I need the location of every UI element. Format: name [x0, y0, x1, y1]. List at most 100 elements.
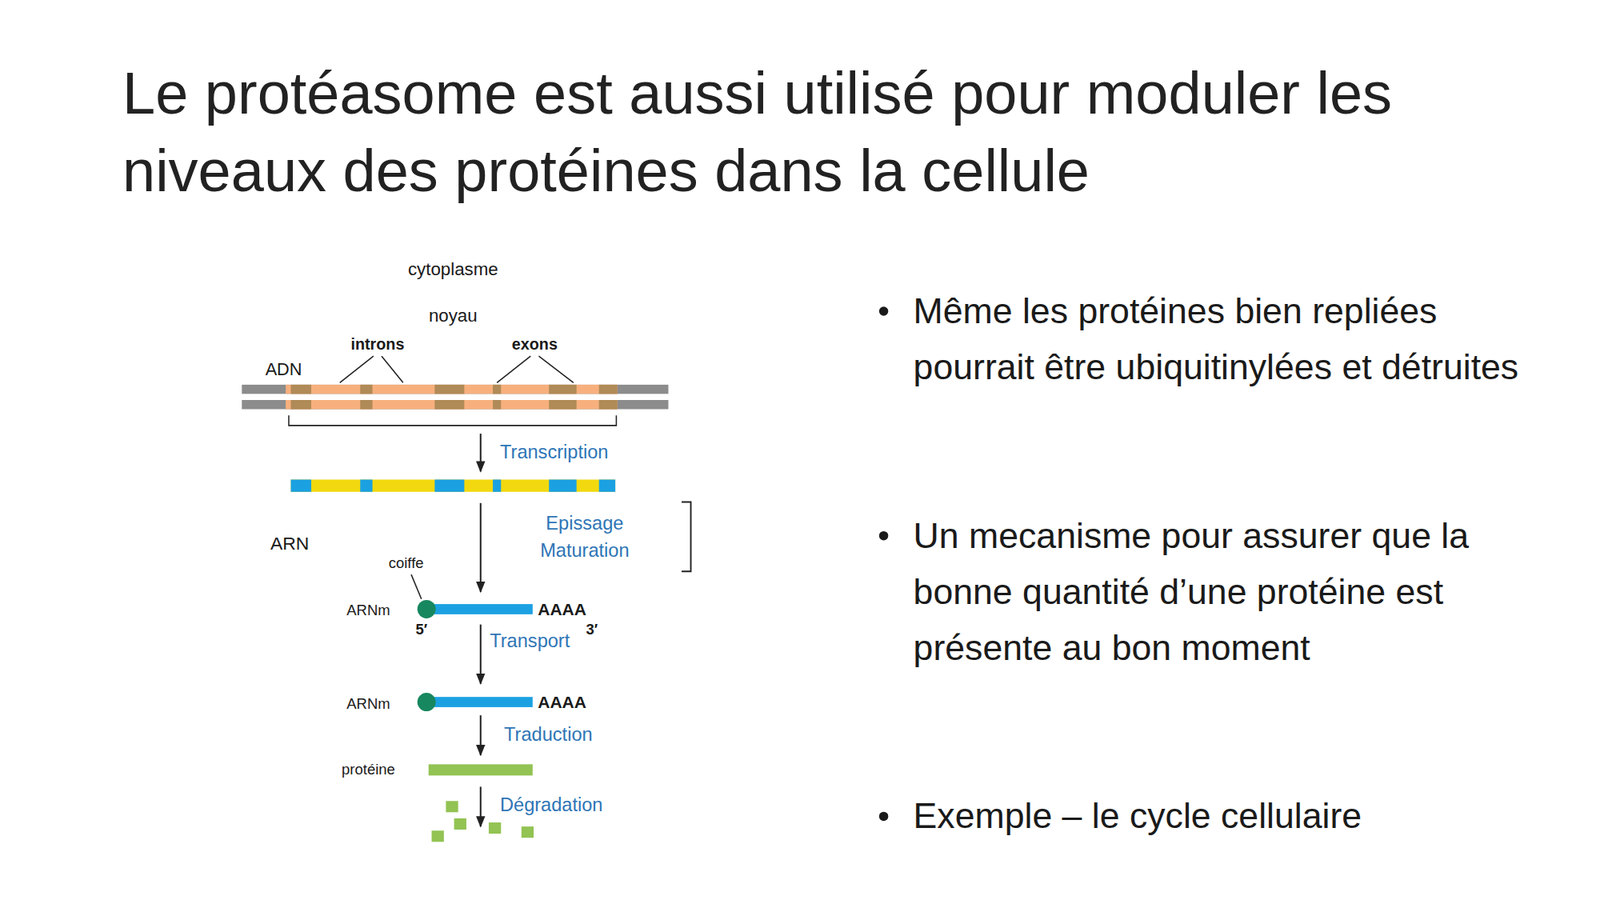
label-holder: protéine [341, 760, 396, 779]
region-shape [145, 229, 760, 851]
gene-bracket [288, 415, 616, 426]
label-holder: Exemple – le cycle cellulaire [913, 788, 1522, 844]
label-holder: ARNm [346, 695, 390, 713]
rna-bar-part-part [360, 479, 372, 492]
protein-bar [428, 764, 533, 776]
leader-lines-part [411, 574, 422, 600]
dna-strands-part-part [492, 384, 501, 394]
label-holder: Transport [489, 629, 570, 652]
molecule-label: ADN [265, 359, 303, 380]
protein-fragments-part [521, 826, 534, 838]
label-holder: ARN [270, 532, 309, 556]
rna-bar-part [291, 479, 616, 492]
dna-strands [241, 384, 668, 410]
bullet-dots-part [879, 306, 888, 316]
dna-strands-part-part [291, 400, 312, 409]
step-arrows [480, 433, 482, 827]
dna-strands-part [285, 400, 618, 409]
molecule-label: ARNm [346, 695, 390, 713]
step-bracket [681, 502, 691, 572]
molecule-label: protéine [341, 760, 396, 779]
dna-strands-part-part [548, 400, 576, 409]
dna-strands-part-part [434, 384, 464, 394]
dna-strands-part-part [360, 400, 372, 409]
step-label: Transport [489, 629, 570, 652]
step-label: Transcription [500, 440, 608, 464]
protein-fragments-part [432, 830, 444, 842]
protein-fragments-part [454, 818, 467, 830]
rna-bar-part [291, 479, 616, 492]
protein-fragments-part [488, 822, 501, 834]
cytoplasm-region: cytoplasme noyau [145, 229, 760, 851]
label-holder: ADN [265, 359, 303, 380]
part-label: coiffe [388, 554, 424, 572]
leader-lines-part [340, 356, 404, 383]
label-holder: ARNm [346, 601, 390, 620]
end-label: 5′ [415, 620, 428, 639]
rna-bar-part-part [291, 479, 312, 492]
label-holder: Un mecanisme pour assurer que la bonne q… [913, 508, 1522, 676]
dna-strands-part-part [434, 400, 464, 409]
label-holder: Même les protéines bien repliées pourrai… [913, 283, 1522, 396]
bullet-dots-part [879, 531, 888, 540]
dna-strands-part [291, 384, 618, 410]
mrna-cytoplasm [417, 692, 533, 712]
mrna-cytoplasm-part [426, 696, 533, 708]
step-label: Epissage Maturation [527, 509, 642, 564]
region-label: noyau [207, 304, 700, 328]
step-arrows-part [480, 715, 482, 756]
part-label: introns [350, 335, 404, 355]
label-holder: Traduction [504, 723, 593, 746]
bullet-text: Même les protéines bien repliées pourrai… [913, 283, 1522, 396]
end-label: 3′ [585, 620, 598, 639]
polya-tail-label: AAAA [537, 692, 587, 712]
label-holder: AAAA [537, 692, 587, 712]
region-shape [207, 293, 700, 623]
label-holder: Transcription [500, 440, 608, 464]
protein-fragments-part [445, 800, 458, 812]
mrna-nucleus [417, 600, 533, 619]
label-holder: introns [350, 335, 404, 355]
dna-strands-part-part [599, 384, 618, 394]
step-arrows-part [480, 433, 482, 472]
bullet-dots [879, 306, 888, 821]
step-arrows-part [480, 624, 482, 684]
dna-strands-part [241, 384, 668, 394]
bullet-text: Exemple – le cycle cellulaire [913, 788, 1522, 844]
label-holder: exons [512, 335, 558, 355]
mrna-nucleus-part [426, 604, 533, 615]
title-holder: Le protéasome est aussi utilisé pour mod… [122, 55, 1547, 211]
step-label: Dégradation [500, 793, 603, 816]
bullet-text: Un mecanisme pour assurer que la bonne q… [913, 508, 1522, 676]
nucleus-region: noyau [207, 293, 700, 623]
part-label: exons [512, 335, 558, 355]
bullet-dots-part [879, 812, 888, 821]
dna-strands-part-part [492, 400, 501, 409]
region-label: cytoplasme [145, 258, 760, 281]
molecule-label: ARN [270, 532, 309, 556]
step-label: Traduction [504, 723, 593, 746]
dna-strands-part-part [599, 400, 618, 409]
label-holder: AAAA [537, 599, 587, 620]
rna-bar [291, 479, 616, 492]
rna-bar-part-part [599, 479, 616, 492]
dna-strands-part [241, 400, 668, 409]
dna-strands-part [285, 384, 618, 394]
leader-lines-part [496, 356, 574, 383]
label-holder: Dégradation [500, 793, 603, 816]
dna-strands-part-part [548, 384, 576, 394]
step-arrows-part [480, 786, 482, 827]
leader-lines [340, 356, 574, 600]
mrna-nucleus-part [417, 600, 436, 619]
mrna-cytoplasm-part [417, 692, 436, 712]
slide-title: Le protéasome est aussi utilisé pour mod… [122, 55, 1547, 211]
polya-tail-label: AAAA [537, 599, 587, 620]
label-holder: coiffe [388, 554, 424, 572]
label-holder: 3′ [585, 620, 598, 639]
label-holder: Epissage Maturation [527, 509, 642, 564]
dna-strands-part-part [291, 384, 312, 394]
molecule-label: ARNm [346, 601, 390, 620]
step-arrows-part [480, 503, 482, 592]
region-outline [207, 293, 700, 623]
